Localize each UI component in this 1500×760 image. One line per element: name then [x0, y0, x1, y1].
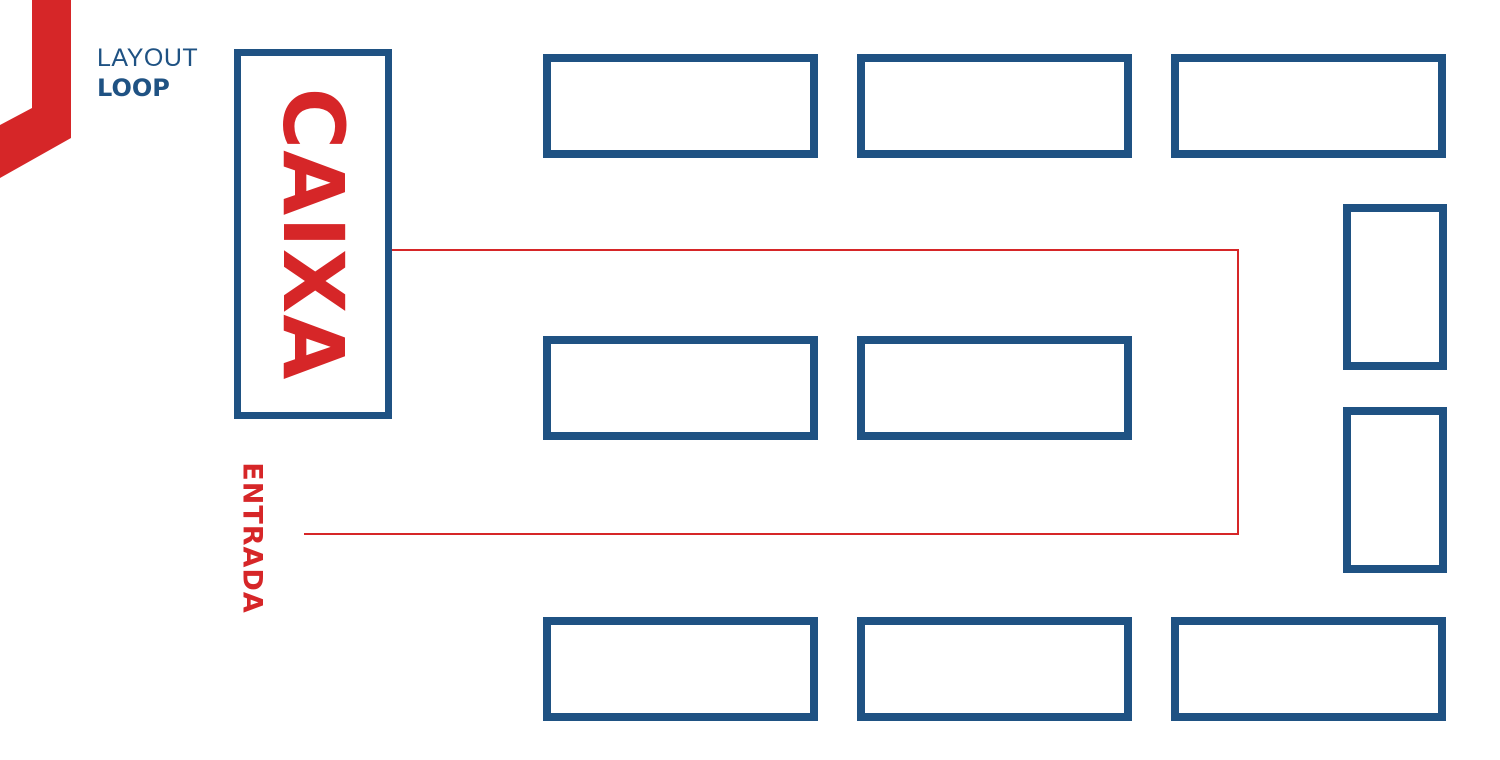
shelf-top-3 [1171, 54, 1446, 158]
layout-subtitle: LOOP [97, 74, 170, 102]
checkout-counter: CAIXA [234, 49, 392, 419]
shelf-bottom-2 [857, 617, 1132, 721]
shelf-middle-1 [543, 336, 818, 440]
shelf-bottom-1 [543, 617, 818, 721]
layout-title: LAYOUT [97, 44, 199, 72]
shelf-middle-2 [857, 336, 1132, 440]
shelf-top-2 [857, 54, 1132, 158]
customer-flow-path [304, 249, 1239, 535]
checkout-label: CAIXA [264, 87, 362, 381]
shelf-top-1 [543, 54, 818, 158]
shelf-bottom-3 [1171, 617, 1446, 721]
shelf-right-2 [1343, 407, 1447, 573]
entrance-label: ENTRADA [236, 462, 268, 614]
shelf-right-1 [1343, 204, 1447, 370]
